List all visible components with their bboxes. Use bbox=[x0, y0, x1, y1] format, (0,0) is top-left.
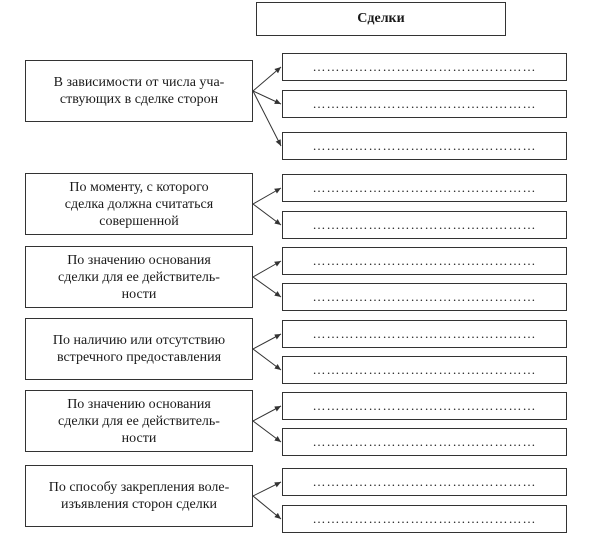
answer-slot-5-2[interactable]: ………………………………………… bbox=[282, 428, 567, 456]
slot-placeholder: ………………………………………… bbox=[312, 180, 537, 195]
answer-slot-2-1[interactable]: ………………………………………… bbox=[282, 174, 567, 202]
arrow-5-2 bbox=[252, 420, 282, 443]
slot-placeholder: ………………………………………… bbox=[312, 511, 537, 526]
answer-slot-4-2[interactable]: ………………………………………… bbox=[282, 356, 567, 384]
category-label-line: По моменту, с которого bbox=[69, 179, 209, 195]
answer-slot-6-2[interactable]: ………………………………………… bbox=[282, 505, 567, 533]
slot-placeholder: ………………………………………… bbox=[312, 59, 537, 74]
slot-placeholder: ………………………………………… bbox=[312, 398, 537, 413]
answer-slot-2-2[interactable]: ………………………………………… bbox=[282, 211, 567, 239]
category-label-line: совершенной bbox=[99, 213, 179, 229]
category-label-line: В зависимости от числа уча- bbox=[53, 75, 225, 90]
arrow-1-1 bbox=[252, 66, 282, 92]
answer-slot-4-1[interactable]: ………………………………………… bbox=[282, 320, 567, 348]
answer-slot-6-1[interactable]: ………………………………………… bbox=[282, 468, 567, 496]
category-label: По наличию или отсутствию встречного пред… bbox=[53, 332, 225, 366]
slot-placeholder: ………………………………………… bbox=[312, 474, 537, 489]
arrow-6-1 bbox=[252, 481, 282, 497]
category-label-line: ности bbox=[121, 286, 157, 302]
slot-placeholder: ………………………………………… bbox=[312, 326, 537, 341]
category-label: По способу закрепления воле-изъявления с… bbox=[49, 479, 230, 513]
slot-placeholder: ………………………………………… bbox=[312, 96, 537, 111]
category-label-line: встречного предоставления bbox=[56, 350, 222, 365]
answer-slot-1-3[interactable]: ………………………………………… bbox=[282, 132, 567, 160]
arrow-3-2 bbox=[252, 276, 282, 298]
category-label-line: сделки для ее действитель- bbox=[58, 269, 220, 285]
slot-placeholder: ………………………………………… bbox=[312, 289, 537, 304]
arrow-6-2 bbox=[252, 495, 282, 520]
category-label-line: По наличию или отсутствию bbox=[52, 333, 226, 348]
category-label-line: По значению основания bbox=[67, 396, 211, 412]
arrow-1-2 bbox=[252, 90, 282, 105]
category-box-6: По способу закрепления воле-изъявления с… bbox=[25, 465, 253, 527]
category-box-4: По наличию или отсутствию встречного пред… bbox=[25, 318, 253, 380]
arrow-2-2 bbox=[252, 203, 282, 226]
category-label-line: сделки для ее действитель- bbox=[58, 413, 220, 429]
slot-placeholder: ………………………………………… bbox=[312, 217, 537, 232]
category-label: В зависимости от числа уча-ствующих в сд… bbox=[54, 74, 225, 108]
slot-placeholder: ………………………………………… bbox=[312, 253, 537, 268]
category-label-line: По способу закрепления воле- bbox=[48, 480, 230, 495]
slot-placeholder: ………………………………………… bbox=[312, 138, 537, 153]
answer-slot-5-1[interactable]: ………………………………………… bbox=[282, 392, 567, 420]
category-label-line: сделка должна считаться bbox=[64, 196, 214, 212]
arrow-3-1 bbox=[252, 260, 282, 278]
slot-placeholder: ………………………………………… bbox=[312, 362, 537, 377]
answer-slot-3-2[interactable]: ………………………………………… bbox=[282, 283, 567, 311]
answer-slot-3-1[interactable]: ………………………………………… bbox=[282, 247, 567, 275]
arrow-5-1 bbox=[252, 405, 282, 422]
answer-slot-1-2[interactable]: ………………………………………… bbox=[282, 90, 567, 118]
arrow-4-2 bbox=[252, 348, 282, 371]
arrow-4-1 bbox=[252, 333, 282, 350]
arrow-2-1 bbox=[252, 187, 282, 205]
slot-placeholder: ………………………………………… bbox=[312, 434, 537, 449]
category-label-line: изъявления сторон сделки bbox=[61, 497, 217, 512]
arrow-1-3 bbox=[252, 90, 282, 147]
answer-slot-1-1[interactable]: ………………………………………… bbox=[282, 53, 567, 81]
category-label-line: По значению основания bbox=[67, 252, 211, 268]
category-box-1: В зависимости от числа уча-ствующих в сд… bbox=[25, 60, 253, 122]
category-label-line: ствующих в сделке сторон bbox=[59, 92, 219, 107]
category-label-line: ности bbox=[121, 430, 157, 446]
title-box: Сделки bbox=[256, 2, 506, 36]
diagram-title: Сделки bbox=[357, 11, 405, 26]
